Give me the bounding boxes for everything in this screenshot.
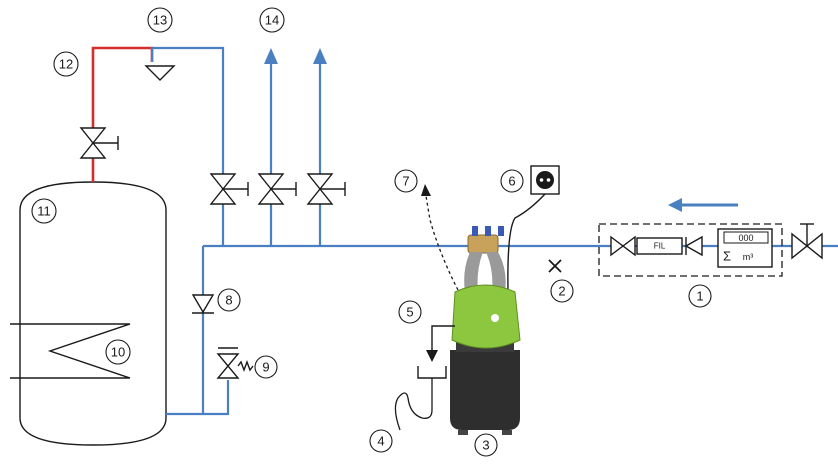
svg-text:8: 8 <box>225 293 232 308</box>
funnel-icon <box>144 65 176 81</box>
label-10: 10 <box>105 339 131 365</box>
tank-inlet-pipe <box>166 246 205 416</box>
gate-valve-icon <box>791 223 823 260</box>
check-valve-icon <box>191 294 215 314</box>
cross-mark-icon <box>548 259 562 273</box>
filter-box <box>636 237 683 255</box>
filter-label: FIL <box>654 242 666 251</box>
label-1: 1 <box>688 284 712 308</box>
gate-valve-icon <box>79 127 119 159</box>
supply-unit-box <box>598 223 783 277</box>
drain-arrow-icon <box>426 350 438 362</box>
svg-text:6: 6 <box>508 174 515 189</box>
circulation-pipe <box>150 46 225 246</box>
label-3: 3 <box>474 433 498 457</box>
svg-text:14: 14 <box>265 13 279 28</box>
label-14: 14 <box>259 7 285 33</box>
meter-sum-symbol: Σ <box>723 249 731 264</box>
drain-line <box>425 195 459 291</box>
meter-digits: 000 <box>738 233 753 243</box>
svg-text:3: 3 <box>482 438 489 453</box>
label-5: 5 <box>398 300 422 324</box>
water-meter: 000 Σ m³ <box>717 228 773 268</box>
label-7: 7 <box>394 169 418 193</box>
svg-text:7: 7 <box>402 174 409 189</box>
drain-pipe <box>431 325 455 352</box>
label-8: 8 <box>217 288 241 312</box>
label-6: 6 <box>500 169 524 193</box>
check-valve-icon <box>684 235 703 257</box>
label-12: 12 <box>53 51 79 77</box>
svg-text:4: 4 <box>377 434 384 449</box>
meter-unit: m³ <box>743 252 754 262</box>
label-2: 2 <box>550 279 574 303</box>
gate-valve-icon <box>610 235 636 257</box>
funnel-icon <box>417 366 447 379</box>
label-9: 9 <box>254 355 278 379</box>
svg-text:2: 2 <box>558 284 565 299</box>
hot-water-pipe <box>91 46 154 182</box>
svg-text:5: 5 <box>406 305 413 320</box>
drain-arrow-icon <box>421 184 431 196</box>
storage-tank <box>19 181 167 446</box>
outlet-arrow-icon <box>264 48 278 64</box>
svg-text:13: 13 <box>153 13 167 28</box>
heating-coil <box>10 323 131 379</box>
svg-text:11: 11 <box>37 204 51 219</box>
label-4: 4 <box>369 429 393 453</box>
outlet-arrow-icon <box>313 48 327 64</box>
safety-line-pipe <box>203 380 230 416</box>
safety-valve-icon <box>216 347 254 379</box>
svg-text:12: 12 <box>59 57 73 72</box>
svg-text:10: 10 <box>111 345 125 360</box>
svg-text:1: 1 <box>696 289 703 304</box>
label-13: 13 <box>147 7 173 33</box>
gate-valve-icon <box>209 173 249 205</box>
drain-hose <box>394 378 433 431</box>
water-softener <box>450 226 521 435</box>
gate-valve-icon <box>257 173 297 205</box>
label-11: 11 <box>31 198 57 224</box>
flow-arrow-icon <box>668 198 682 212</box>
power-cable <box>507 193 546 291</box>
gate-valve-icon <box>306 173 346 205</box>
svg-text:9: 9 <box>262 360 269 375</box>
